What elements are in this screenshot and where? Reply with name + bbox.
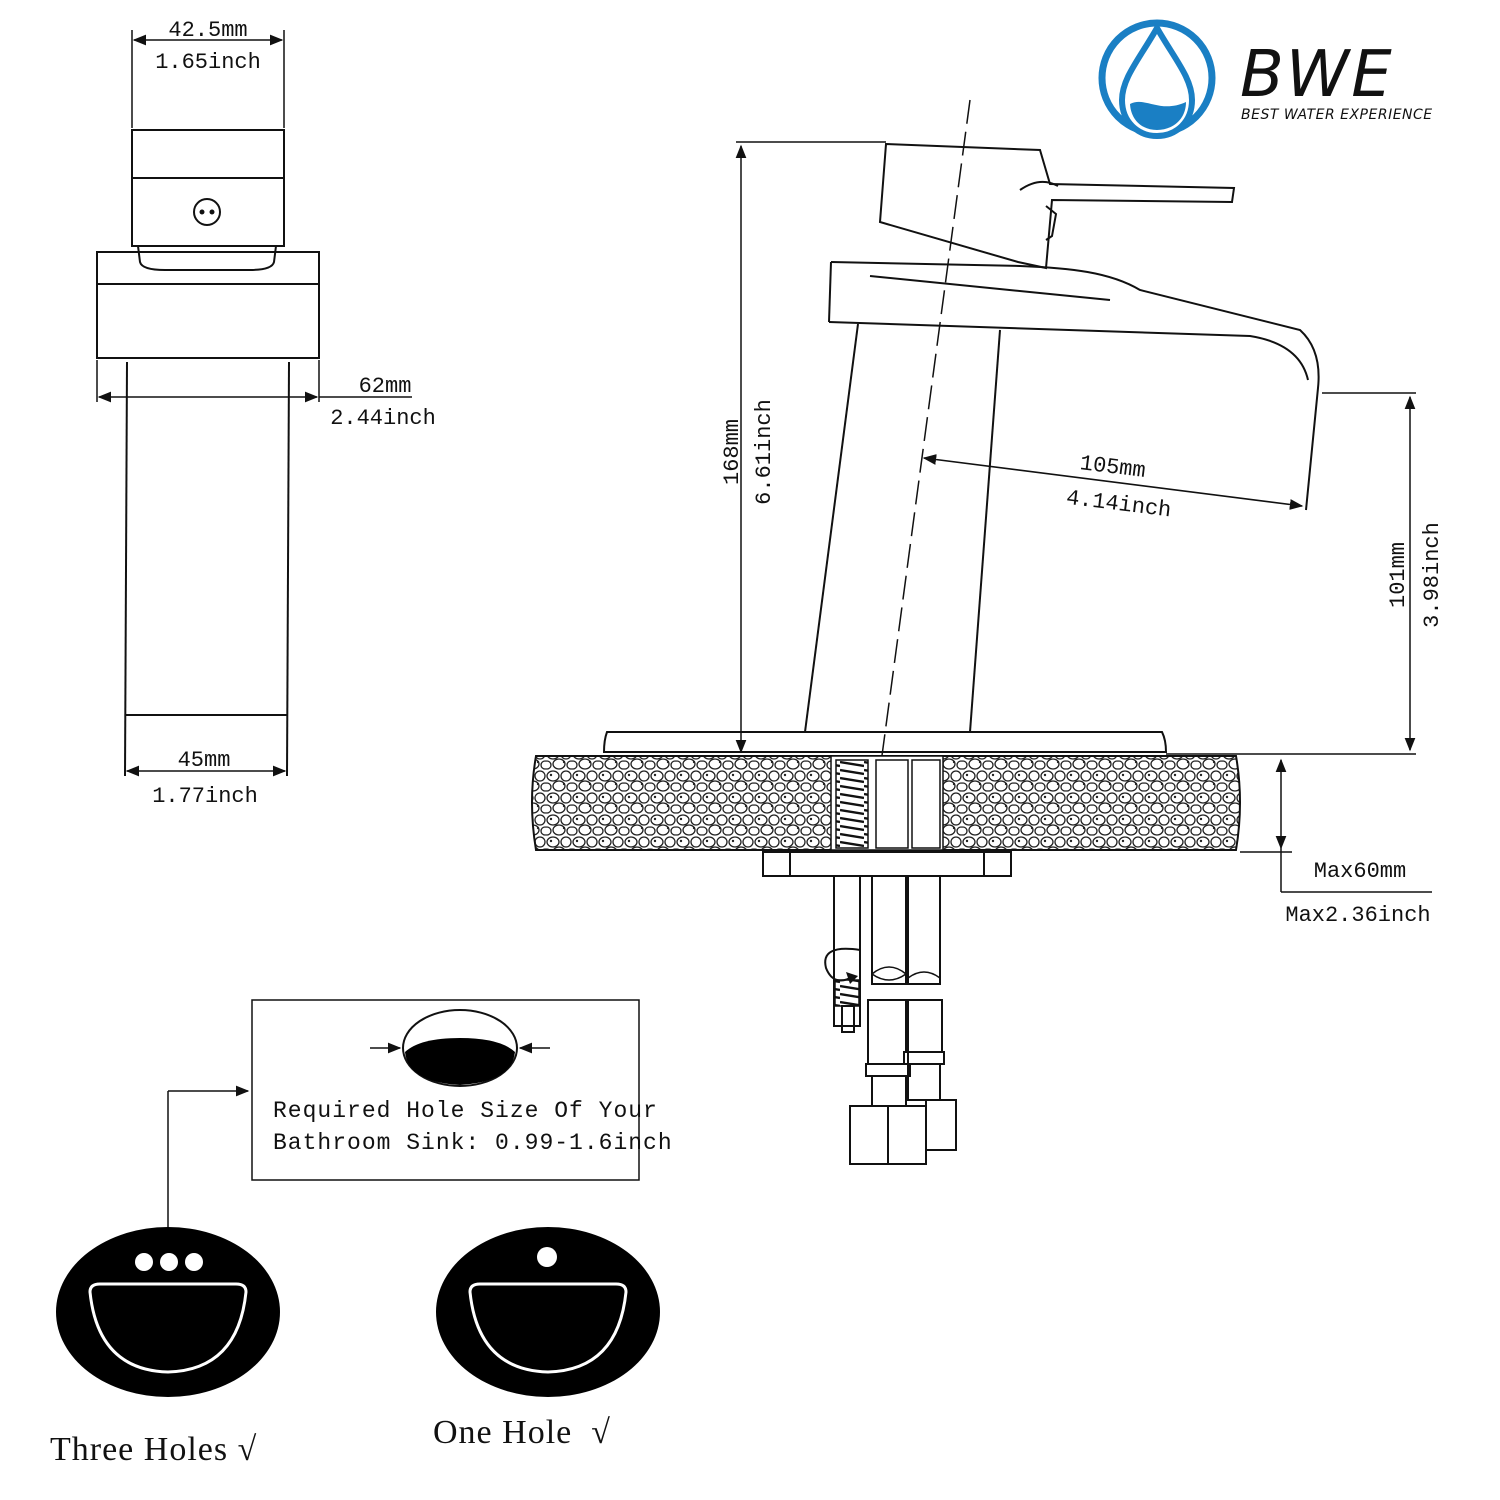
spout-reach-inch: 4.14inch: [1065, 486, 1173, 524]
spout-width-inch: 2.44inch: [330, 406, 436, 431]
hole-note-line1: Required Hole Size Of Your: [273, 1098, 658, 1124]
sink-three-holes: Three Holes √: [50, 1227, 280, 1468]
faucet-hole-icon: [135, 1253, 153, 1271]
sink-one-hole: One Hole √: [433, 1227, 660, 1451]
deck-thickness-inch: Max2.36inch: [1285, 903, 1430, 928]
total-height-mm: 168mm: [720, 419, 745, 485]
sink-hole-icon: [370, 1009, 550, 1087]
faucet-hole-icon: [185, 1253, 203, 1271]
hole-size-note: Required Hole Size Of Your Bathroom Sink…: [167, 999, 673, 1232]
brand-logo: BWE BEST WATER EXPERIENCE: [1098, 19, 1433, 140]
base-width-inch: 1.77inch: [152, 784, 258, 809]
handle-width-mm: 42.5mm: [168, 18, 247, 43]
brand-tagline: BEST WATER EXPERIENCE: [1241, 107, 1433, 123]
base-width-mm: 45mm: [178, 748, 231, 773]
spout-height-mm: 101mm: [1386, 542, 1411, 608]
spout-width-mm: 62mm: [359, 374, 412, 399]
brand-name: BWE: [1240, 38, 1394, 112]
spout-height-inch: 3.98inch: [1420, 522, 1445, 628]
three-holes-label: Three Holes √: [50, 1431, 257, 1468]
water-wave-icon: [1130, 101, 1186, 130]
hole-note-line2: Bathroom Sink: 0.99-1.6inch: [273, 1130, 673, 1156]
faucet-hole-icon: [537, 1247, 557, 1267]
total-height-inch: 6.61inch: [752, 399, 777, 505]
one-hole-label: One Hole √: [433, 1414, 611, 1451]
deck-thickness-mm: Max60mm: [1314, 859, 1406, 884]
handle-width-inch: 1.65inch: [155, 50, 261, 75]
side-view: 42.5mm 1.65inch 62mm 2.44inch 45mm 1.77i…: [96, 18, 436, 809]
faucet-hole-icon: [160, 1253, 178, 1271]
front-view: 168mm 6.61inch 105mm 4.14inch 101mm 3.98…: [531, 99, 1445, 1165]
